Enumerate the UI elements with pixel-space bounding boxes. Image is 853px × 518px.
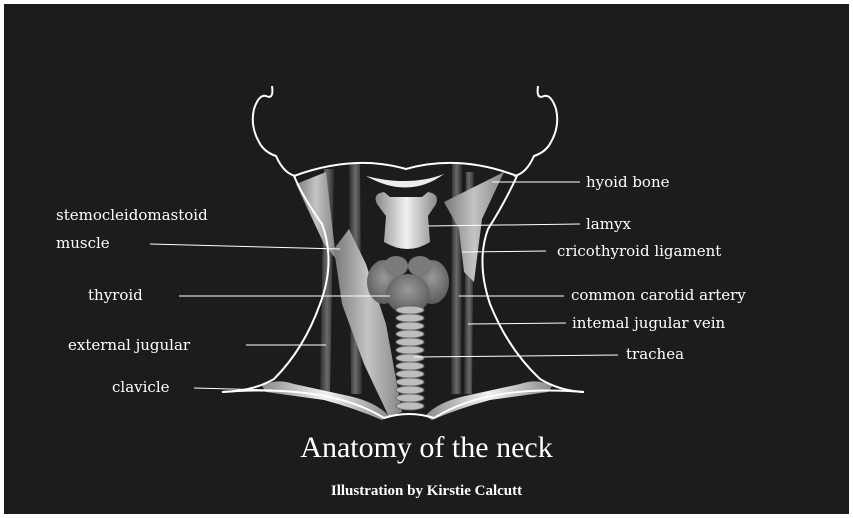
trachea-ring bbox=[396, 386, 424, 394]
larynx-leader bbox=[428, 224, 580, 226]
label-internal-jugular-vein: intemal jugular vein bbox=[572, 314, 725, 332]
internal-jugular-leader bbox=[468, 323, 566, 324]
label-sternocleidomastoid: stemocleidomastoid bbox=[56, 206, 208, 224]
trachea-ring bbox=[396, 370, 424, 378]
diagram-frame: stemocleidomastoid muscle thyroid extern… bbox=[4, 4, 849, 514]
trachea-ring bbox=[396, 314, 424, 322]
hyoid-bone bbox=[366, 174, 444, 188]
label-larynx: lamyx bbox=[586, 215, 631, 233]
diagram-title: Anatomy of the neck bbox=[4, 431, 849, 465]
trachea-ring bbox=[396, 306, 424, 314]
trachea-ring bbox=[396, 362, 424, 370]
label-cricothyroid-ligament: cricothyroid ligament bbox=[557, 242, 721, 260]
label-clavicle: clavicle bbox=[112, 378, 170, 396]
label-muscle: muscle bbox=[56, 234, 110, 252]
larynx-cartilage bbox=[376, 192, 437, 249]
illustration-credit: Illustration by Kirstie Calcutt bbox=[4, 482, 849, 500]
label-thyroid: thyroid bbox=[88, 286, 143, 304]
muscle-leader bbox=[150, 244, 340, 249]
trachea-ring bbox=[396, 402, 424, 410]
trachea-ring bbox=[396, 354, 424, 362]
label-common-carotid-artery: common carotid artery bbox=[571, 286, 746, 304]
clavicle-leader bbox=[194, 388, 272, 390]
trachea-ring bbox=[396, 322, 424, 330]
trachea-leader bbox=[414, 355, 618, 357]
label-hyoid-bone: hyoid bone bbox=[586, 173, 670, 191]
label-external-jugular: external jugular bbox=[68, 336, 190, 354]
trachea-ring bbox=[396, 378, 424, 386]
trachea-ring bbox=[396, 330, 424, 338]
trachea bbox=[396, 306, 424, 410]
right-clavicle bbox=[425, 381, 552, 420]
trachea-ring bbox=[396, 346, 424, 354]
label-trachea: trachea bbox=[626, 345, 684, 363]
trachea-ring bbox=[396, 338, 424, 346]
trachea-ring bbox=[396, 394, 424, 402]
